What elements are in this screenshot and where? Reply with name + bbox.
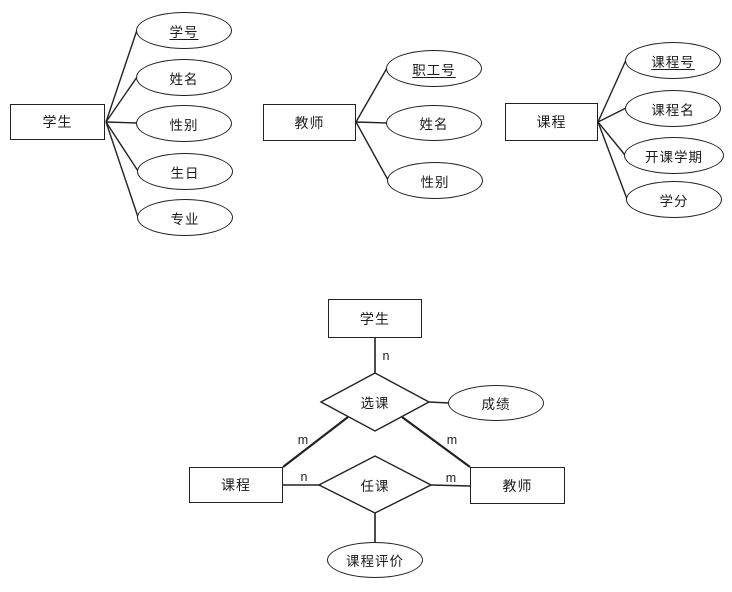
enroll-relationship-label: 选课: [360, 396, 390, 411]
teacher-attr-name: 姓名: [386, 105, 482, 141]
er-course-entity-label: 课程: [221, 477, 251, 493]
student-attr-entity-label: 学生: [42, 114, 73, 130]
teacher-attr-entity: 教师: [263, 104, 356, 141]
cardinality-teach-teacher: m: [445, 471, 457, 485]
teach-diamond: [317, 455, 433, 514]
teacher-attr-gender: 性别: [387, 162, 483, 199]
enroll-diamond: [319, 372, 431, 432]
er-teacher-entity-label: 教师: [502, 477, 533, 494]
er-course-entity: 课程: [189, 467, 283, 503]
course-attr-semester-label: 开课学期: [645, 149, 703, 165]
student-attr-major-label: 专业: [170, 211, 200, 227]
course-attr-id-label: 课程号: [651, 54, 695, 70]
evaluation-attribute: 课程评价: [327, 542, 423, 578]
student-attr-birthday-label: 生日: [170, 165, 200, 181]
teacher-attr-id: 职工号: [386, 50, 482, 87]
cardinality-course-teach: n: [300, 470, 308, 484]
teach-relationship-label: 任课: [360, 479, 390, 494]
course-attr-credit: 学分: [626, 181, 722, 218]
student-attr-entity: 学生: [10, 104, 105, 140]
student-attr-major: 专业: [137, 199, 233, 236]
student-attr-gender: 性别: [136, 105, 232, 142]
cardinality-enroll-course: m: [297, 433, 309, 447]
teacher-attr-name-label: 姓名: [419, 117, 449, 132]
student-attr-name: 姓名: [136, 59, 232, 96]
student-attr-name-label: 姓名: [169, 71, 199, 87]
teacher-attr-gender-label: 性别: [420, 174, 450, 190]
course-attr-id: 课程号: [625, 42, 721, 79]
student-attr-birthday: 生日: [137, 153, 233, 190]
grade-attribute: 成绩: [448, 385, 544, 421]
course-attr-entity-label: 课程: [536, 114, 567, 130]
er-student-entity: 学生: [328, 299, 422, 338]
grade-attribute-label: 成绩: [481, 397, 511, 412]
teacher-attr-entity-label: 教师: [294, 114, 325, 131]
er-teacher-entity: 教师: [470, 467, 565, 504]
student-attr-id-label: 学号: [169, 24, 199, 40]
student-attr-gender-label: 性别: [169, 117, 199, 133]
course-attr-name-label: 课程名: [651, 102, 695, 118]
cardinality-student-enroll: n: [382, 349, 390, 363]
student-attr-id: 学号: [136, 12, 232, 49]
course-attr-entity: 课程: [505, 103, 598, 141]
course-attr-credit-label: 学分: [659, 193, 689, 209]
evaluation-attribute-label: 课程评价: [346, 554, 404, 569]
teacher-attr-id-label: 职工号: [412, 62, 456, 78]
course-attr-semester: 开课学期: [624, 137, 724, 174]
cardinality-enroll-teacher: m: [446, 433, 458, 447]
course-attr-name: 课程名: [625, 90, 721, 127]
er-student-entity-label: 学生: [360, 310, 390, 327]
